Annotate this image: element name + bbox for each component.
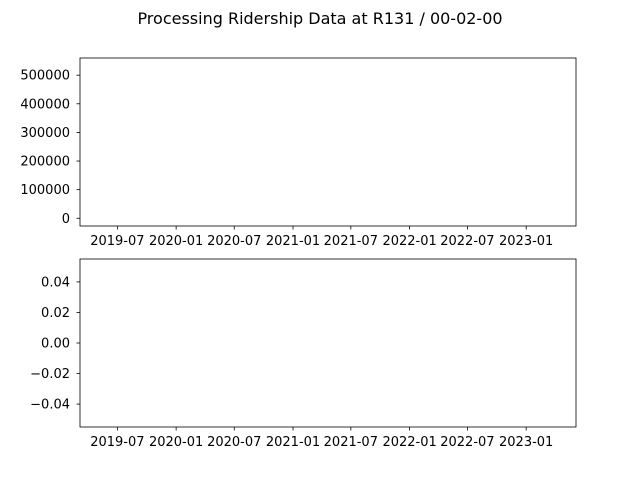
y-tick-label: 300000	[20, 126, 70, 141]
bottom-axes: 2019-07 2020-01 2020-07 2021-01 2021-07 2022-…	[30, 258, 577, 450]
x-tick-label: 2022-07	[440, 234, 494, 249]
y-tick-label: −0.04	[30, 398, 70, 413]
x-tick-label: 2020-01	[149, 234, 203, 249]
figure-title: Processing Ridership Data at R131 / 00-0…	[137, 9, 502, 28]
x-tick-label: 2019-07	[90, 234, 144, 249]
x-tick-label: 2021-07	[324, 234, 378, 249]
x-tick-label: 2023-01	[499, 435, 553, 450]
y-tick-label: 0	[62, 212, 70, 227]
x-tick-label: 2021-07	[324, 435, 378, 450]
y-tick-label: 100000	[20, 183, 70, 198]
top-axes: 2019-07 2020-01 2020-07 2021-01 2021-07 2022-…	[20, 57, 577, 249]
x-tick-label: 2020-01	[149, 435, 203, 450]
x-tick-label: 2020-07	[207, 435, 261, 450]
y-tick-label: 0.04	[41, 275, 70, 290]
x-tick-label: 2019-07	[90, 435, 144, 450]
axes-frame	[79, 258, 577, 428]
y-tick-label: 0.02	[41, 306, 70, 321]
x-tick-label: 2022-01	[382, 435, 436, 450]
x-tick-label: 2021-01	[266, 234, 320, 249]
y-tick-label: 0.00	[41, 337, 70, 352]
y-tick-label: 200000	[20, 155, 70, 170]
axes-frame	[79, 57, 577, 227]
y-tick-label: 400000	[20, 97, 70, 112]
x-tick-label: 2020-07	[207, 234, 261, 249]
x-tick-label: 2021-01	[266, 435, 320, 450]
y-tick-label: −0.02	[30, 367, 70, 382]
x-tick-label: 2022-01	[382, 234, 436, 249]
x-tick-label: 2023-01	[499, 234, 553, 249]
x-tick-label: 2022-07	[440, 435, 494, 450]
y-tick-label: 500000	[20, 69, 70, 84]
